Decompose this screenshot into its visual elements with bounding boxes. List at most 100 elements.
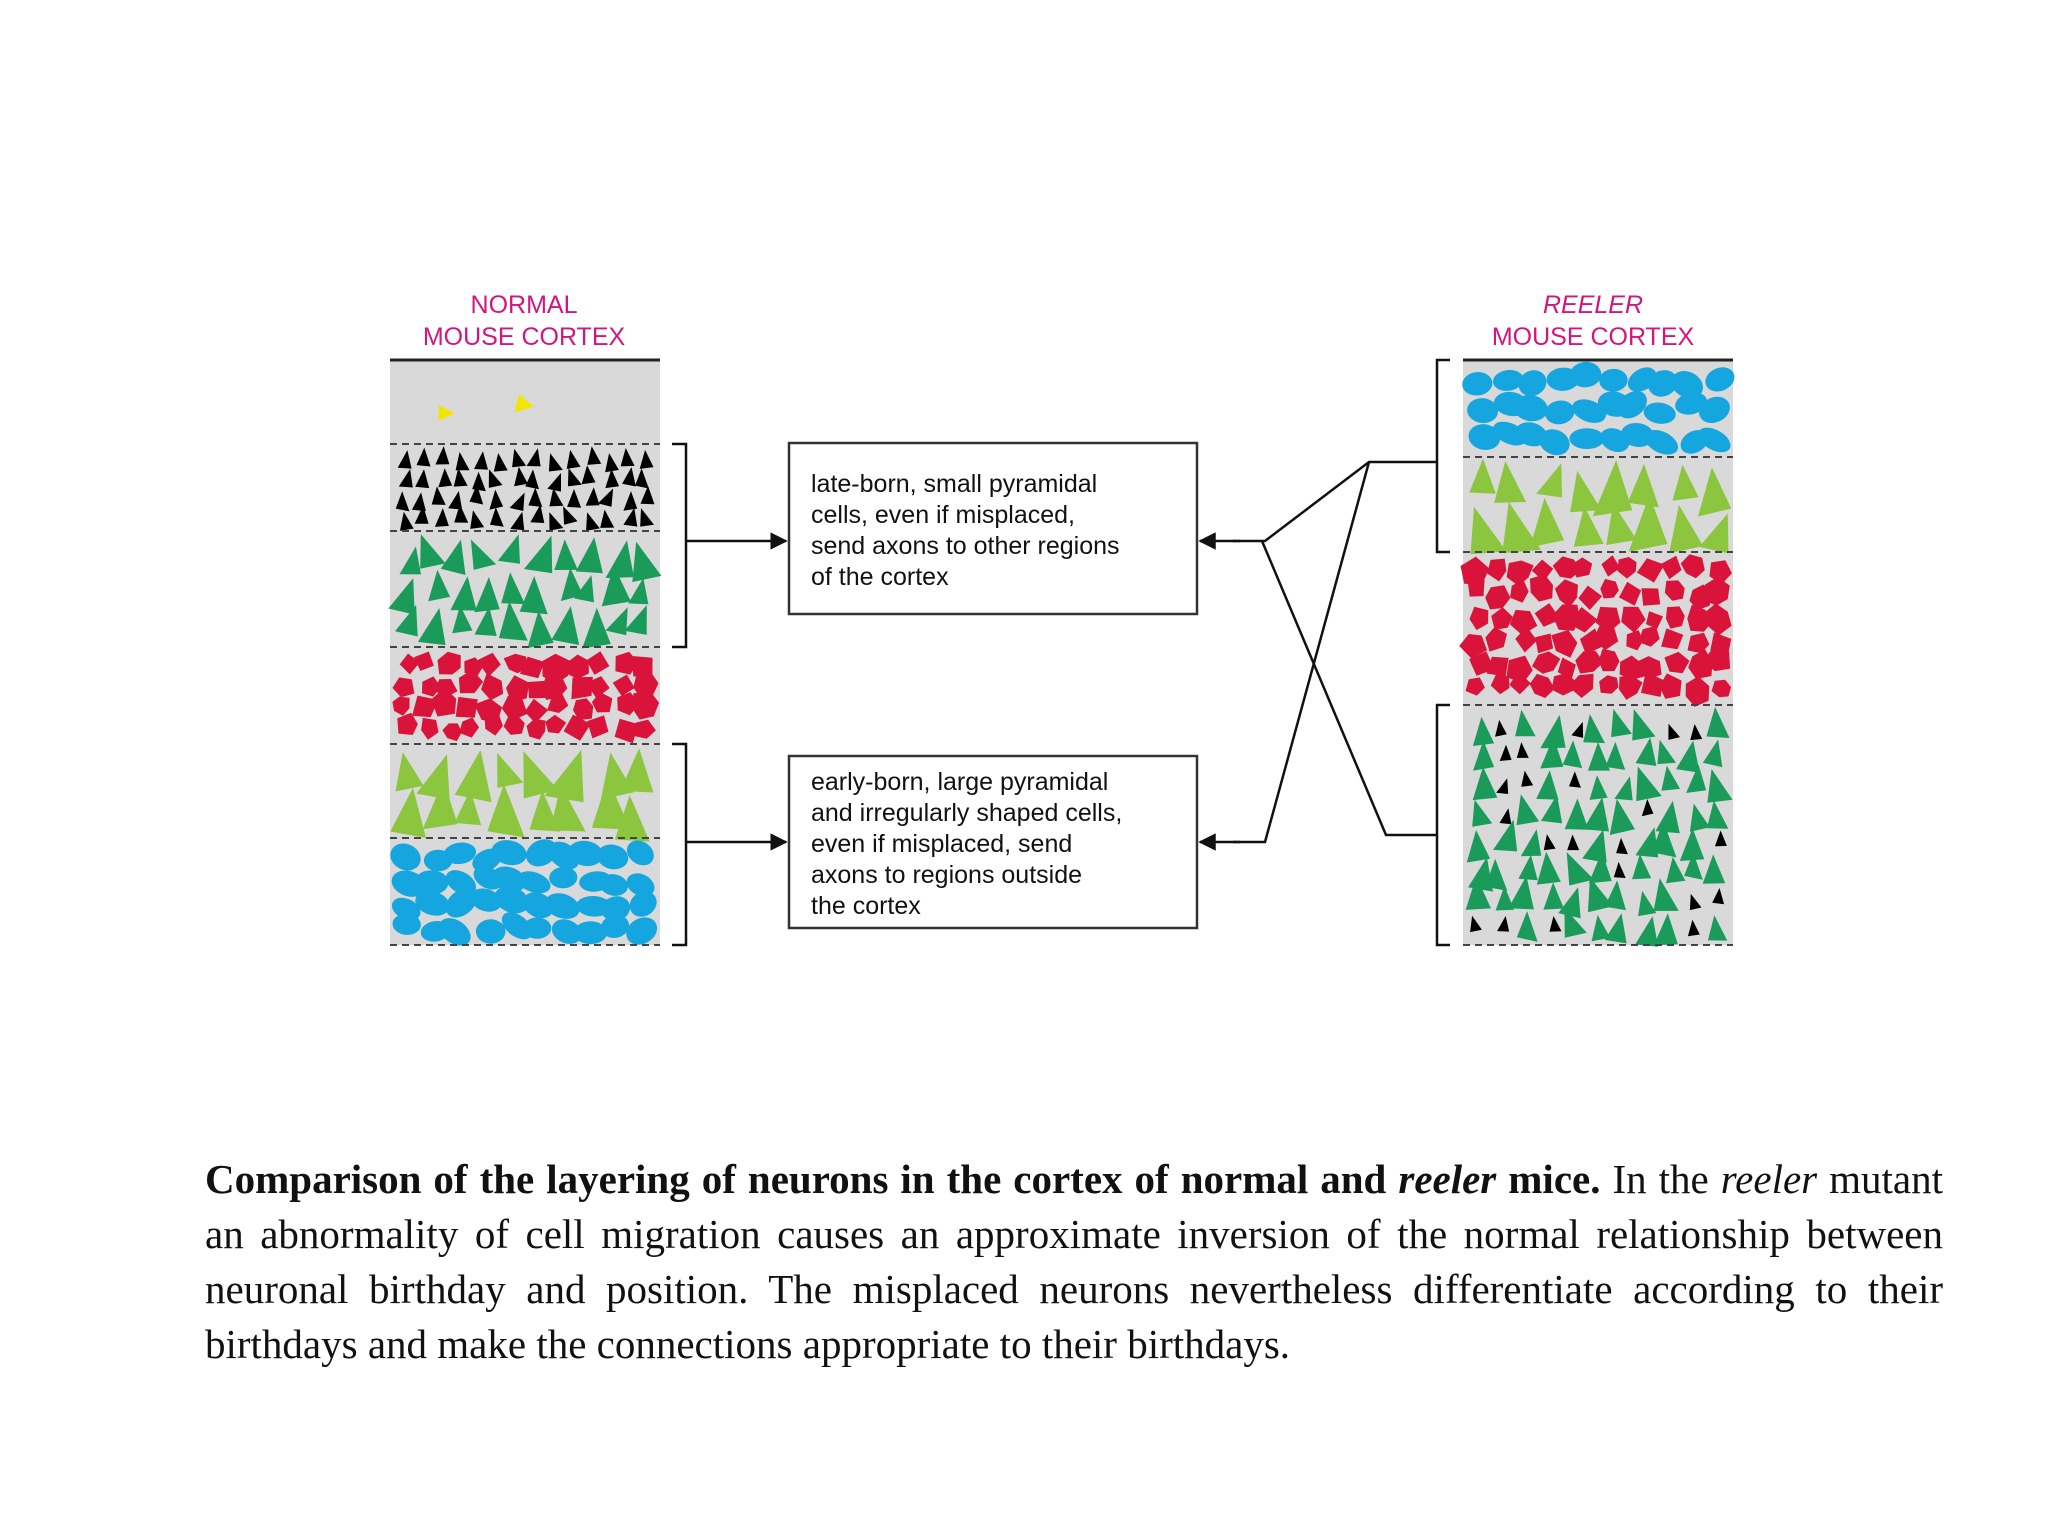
blue-cell xyxy=(445,888,477,918)
early-born-description-box xyxy=(787,754,1199,930)
blue-cell xyxy=(545,893,580,919)
red-cell xyxy=(1703,603,1732,636)
dark-green-pyramidal-cell xyxy=(1706,800,1729,829)
small-black-pyramidal-cell xyxy=(488,469,503,488)
normal-upper-bracket xyxy=(672,442,688,649)
red-cell xyxy=(1568,673,1594,698)
blue-cell xyxy=(626,840,654,866)
red-cell xyxy=(1531,559,1554,582)
small-black-pyramidal-cell xyxy=(526,448,541,467)
dark-green-pyramidal-cell xyxy=(1679,828,1705,861)
caption-bold-title: Comparison of the layering of neurons in… xyxy=(205,1156,1600,1202)
small-black-pyramidal-cell xyxy=(454,504,469,523)
dark-green-pyramidal-cell xyxy=(1632,854,1652,880)
light-green-pyramidal-cell xyxy=(1494,461,1527,503)
blue-cell xyxy=(390,843,421,871)
red-cell xyxy=(1551,673,1575,696)
small-black-pyramidal-cell xyxy=(1496,778,1509,794)
dark-green-pyramidal-cell xyxy=(1635,916,1659,947)
dark-green-pyramidal-cell xyxy=(1466,830,1491,863)
blue-cell xyxy=(391,897,421,921)
dark-green-pyramidal-cell xyxy=(1516,794,1540,826)
normal-cortex-column xyxy=(388,358,662,946)
red-cell xyxy=(1601,555,1621,577)
early-born-line: the cortex xyxy=(811,892,921,920)
light-green-pyramidal-cell xyxy=(1628,495,1668,552)
small-black-pyramidal-cell xyxy=(587,446,602,465)
blue-cell xyxy=(1513,394,1548,422)
dark-green-pyramidal-cell xyxy=(1520,829,1542,857)
small-black-pyramidal-cell xyxy=(525,469,539,490)
small-black-pyramidal-cell xyxy=(1616,837,1628,855)
red-cell xyxy=(633,671,659,698)
dark-green-pyramidal-cell xyxy=(1495,885,1515,911)
small-black-pyramidal-cell xyxy=(474,451,488,470)
small-black-pyramidal-cell xyxy=(623,491,638,511)
light-green-pyramidal-cell xyxy=(390,787,426,838)
red-cell xyxy=(1660,555,1682,580)
dark-green-pyramidal-cell xyxy=(399,546,421,575)
dark-green-pyramidal-cell xyxy=(1686,764,1707,793)
light-green-pyramidal-cell xyxy=(591,778,631,830)
red-cell xyxy=(1509,609,1538,636)
red-cell xyxy=(1626,630,1643,651)
blue-cell xyxy=(629,891,657,917)
small-black-pyramidal-cell xyxy=(563,506,578,525)
red-cell xyxy=(1664,580,1685,601)
dark-green-pyramidal-cell xyxy=(501,572,526,605)
blue-cell xyxy=(549,866,578,889)
caption-text-part1: In the xyxy=(1600,1156,1721,1202)
caption-text-part2: mutant an abnormality of cell migration … xyxy=(205,1156,1943,1367)
late-born-line: cells, even if misplaced, xyxy=(811,501,1075,529)
dark-green-pyramidal-cell xyxy=(498,601,528,641)
light-green-pyramidal-cell xyxy=(1669,504,1704,554)
small-black-pyramidal-cell xyxy=(411,492,426,512)
dark-green-pyramidal-cell xyxy=(1566,852,1595,886)
red-cell xyxy=(1619,675,1643,700)
dark-green-pyramidal-cell xyxy=(582,607,611,649)
blue-cell xyxy=(1569,428,1605,449)
red-cell xyxy=(1490,673,1510,695)
dark-green-pyramidal-cell xyxy=(1515,709,1536,737)
blue-cell xyxy=(1705,367,1735,392)
red-cell xyxy=(1641,672,1663,697)
dark-green-pyramidal-cell xyxy=(1702,854,1726,884)
blue-cell xyxy=(415,890,450,916)
red-cell xyxy=(612,674,635,697)
blue-cell xyxy=(475,919,506,944)
blue-cell xyxy=(601,914,630,939)
dark-green-pyramidal-cell xyxy=(1564,798,1589,830)
dark-green-pyramidal-cell xyxy=(1583,714,1605,744)
light-green-pyramidal-cell xyxy=(395,752,424,792)
red-cell xyxy=(1460,556,1490,585)
light-green-pyramidal-cell xyxy=(544,749,584,803)
small-black-pyramidal-cell xyxy=(1687,919,1700,937)
normal-lower-bracket xyxy=(672,742,688,947)
red-cell xyxy=(526,718,546,740)
red-cell xyxy=(587,715,609,739)
red-cell xyxy=(586,676,610,699)
small-black-pyramidal-cell xyxy=(597,488,614,507)
red-cell xyxy=(506,675,530,703)
blue-cell xyxy=(1468,424,1501,451)
red-cell xyxy=(1593,624,1619,651)
red-cell xyxy=(547,693,569,713)
blue-cell xyxy=(1671,371,1704,399)
figure-caption: Comparison of the layering of neurons in… xyxy=(205,1152,1943,1372)
red-cell xyxy=(541,674,568,700)
small-black-pyramidal-cell xyxy=(1543,834,1556,851)
red-cell xyxy=(1617,557,1637,579)
red-cell xyxy=(1506,655,1533,684)
blue-cell xyxy=(1569,361,1602,388)
blue-cell xyxy=(470,888,502,912)
dark-green-pyramidal-cell xyxy=(1651,821,1677,858)
dark-green-pyramidal-cell xyxy=(417,608,446,646)
dark-green-pyramidal-cell xyxy=(1632,709,1656,741)
red-cell xyxy=(1487,558,1507,582)
dark-green-pyramidal-cell xyxy=(470,539,497,570)
late-born-description-text: late-born, small pyramidal cells, even i… xyxy=(811,470,1120,591)
red-cell xyxy=(1554,579,1578,608)
small-black-pyramidal-cell xyxy=(1516,742,1529,758)
dark-green-pyramidal-cell xyxy=(1558,887,1581,919)
blue-cell xyxy=(1643,402,1676,424)
